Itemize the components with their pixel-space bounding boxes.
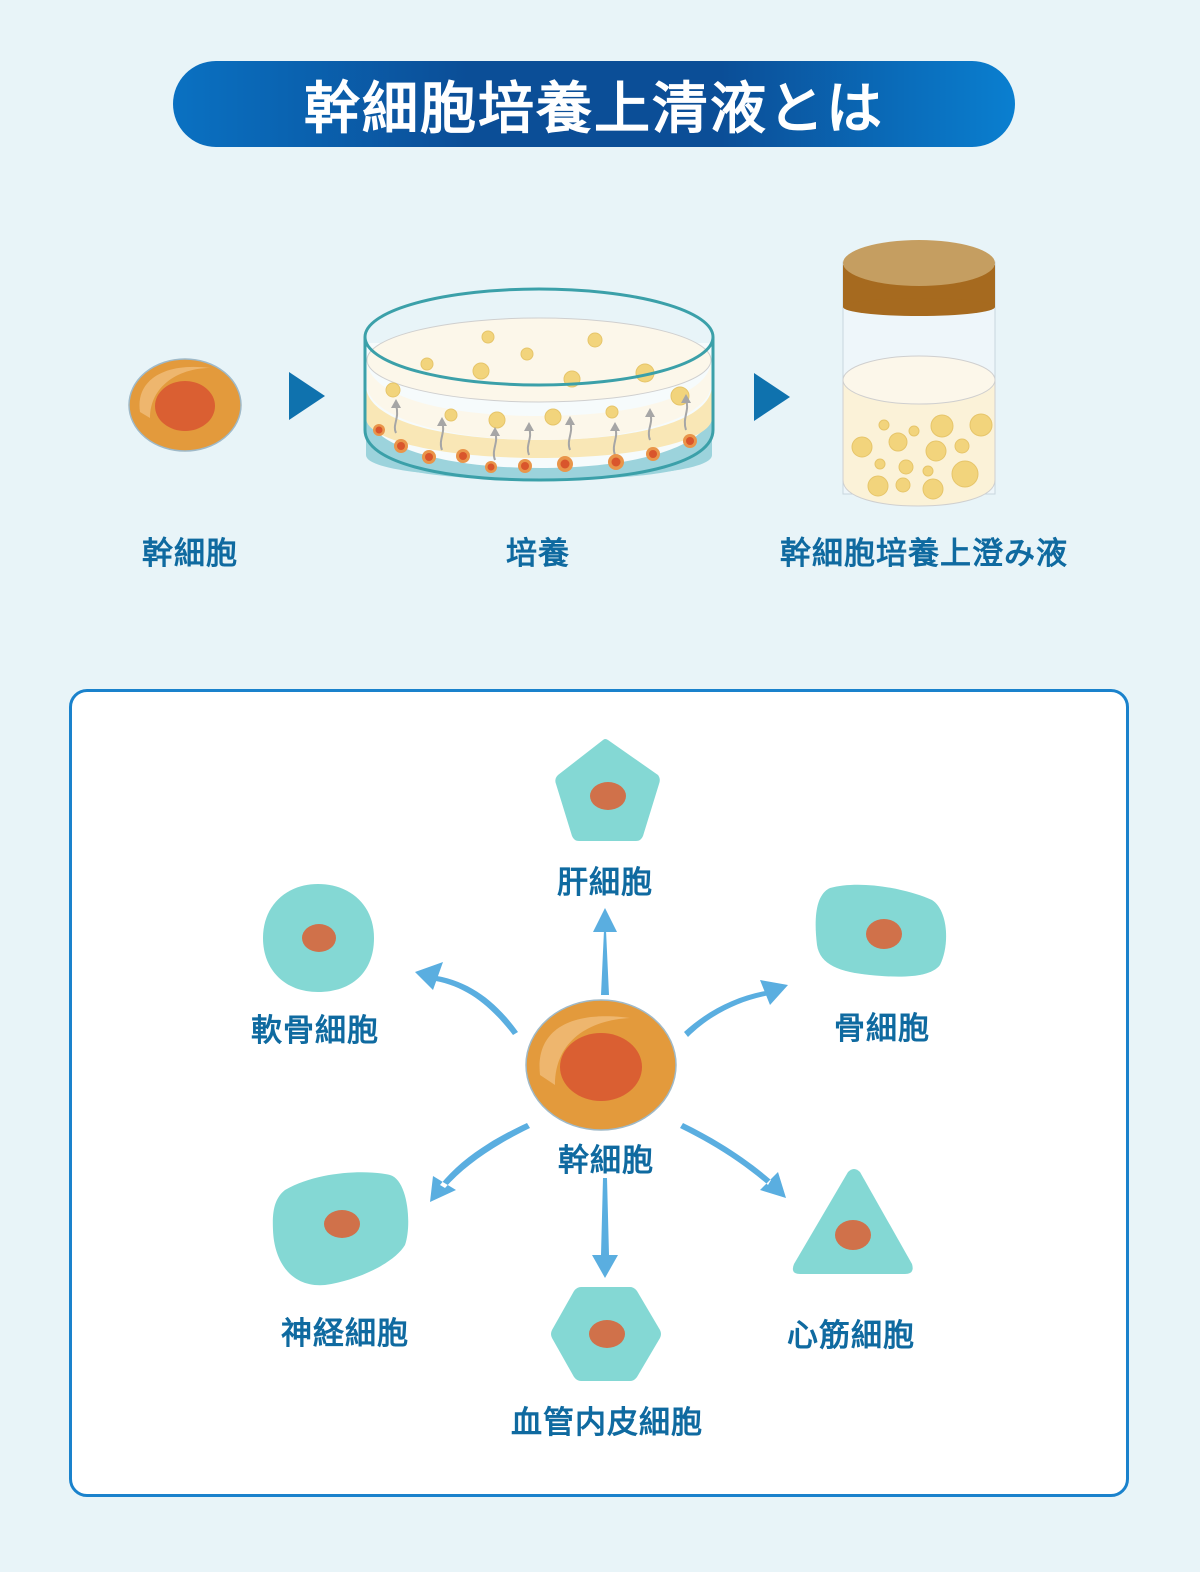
cell-label-cardiac: 心筋細胞	[787, 1318, 915, 1354]
vascular-endothelial-cell-icon	[551, 1287, 661, 1381]
liver-cell-icon	[555, 739, 660, 841]
process-illustration	[128, 240, 996, 507]
center-label-stem-cell: 幹細胞	[558, 1143, 654, 1179]
arrow-lower-left-icon	[430, 1123, 530, 1202]
step-label-culture: 培養	[506, 536, 570, 572]
jar-icon	[842, 240, 996, 507]
cell-label-vascular-endothelial: 血管内皮細胞	[511, 1405, 703, 1441]
step-label-supernatant: 幹細胞培養上澄み液	[780, 536, 1068, 572]
arrow-down-icon	[592, 1178, 618, 1278]
center-stem-cell-icon	[525, 999, 677, 1131]
cell-label-nerve: 神経細胞	[281, 1316, 409, 1352]
stem-cell-icon	[128, 358, 242, 452]
arrow-upper-right-icon	[684, 980, 788, 1037]
cardiac-cell-icon	[792, 1169, 913, 1274]
play-triangle-icon	[754, 373, 790, 421]
play-triangle-icon	[289, 372, 325, 420]
nerve-cell-icon	[272, 1172, 409, 1286]
step-label-stem-cell: 幹細胞	[142, 536, 238, 572]
arrow-upper-left-icon	[415, 962, 518, 1035]
cell-label-bone: 骨細胞	[834, 1011, 930, 1047]
title-banner: 幹細胞培養上清液とは	[173, 61, 1015, 147]
bone-cell-icon	[815, 884, 947, 977]
arrow-lower-right-icon	[680, 1123, 786, 1198]
cell-label-liver: 肝細胞	[557, 865, 653, 901]
arrows	[415, 908, 788, 1278]
cell-label-cartilage: 軟骨細胞	[251, 1013, 379, 1049]
petri-dish-icon	[363, 287, 715, 482]
cartilage-cell-icon	[263, 884, 374, 992]
arrow-up-icon	[593, 908, 617, 995]
page-title: 幹細胞培養上清液とは	[304, 76, 884, 142]
